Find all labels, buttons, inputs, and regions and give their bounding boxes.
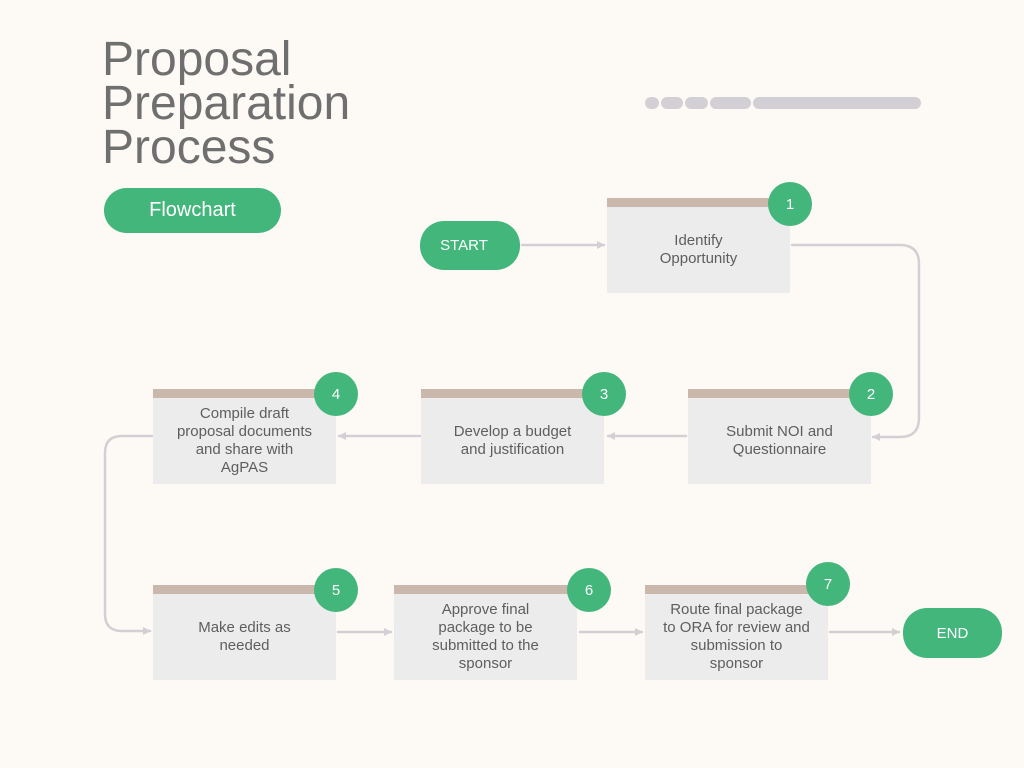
step-1-number: 1 (785, 195, 795, 213)
start-node: START (420, 221, 520, 270)
step-1-box: Identify Opportunity (607, 198, 790, 293)
decorative-bar (661, 97, 683, 109)
decorative-bar (710, 97, 751, 109)
step-1-number-badge: 1 (768, 182, 812, 226)
step-4-number-badge: 4 (314, 372, 358, 416)
step-3-text: Develop a budget and justification (453, 423, 572, 458)
end-node: END (903, 608, 1002, 658)
page-title: Proposal Preparation Process (102, 33, 351, 174)
step-2-number: 2 (866, 385, 876, 403)
step-2-box: Submit NOI and Questionnaire (688, 389, 871, 484)
connector-step-4-to-step-5 (103, 434, 154, 635)
end-label: END (936, 624, 969, 642)
step-1-text: Identify Opportunity (659, 232, 738, 267)
start-label: START (440, 237, 488, 254)
step-4-number: 4 (331, 385, 341, 403)
title-line-3: Process (102, 121, 276, 174)
step-2-text: Submit NOI and Questionnaire (726, 423, 833, 458)
step-6-number-badge: 6 (567, 568, 611, 612)
step-3-box: Develop a budget and justification (421, 389, 604, 484)
subtitle-label: Flowchart (149, 199, 236, 221)
step-7-number-badge: 7 (806, 562, 850, 606)
step-7-number: 7 (823, 575, 833, 593)
step-3-number: 3 (599, 385, 609, 403)
step-6-text: Approve final package to be submitted to… (432, 601, 539, 672)
connector-step-1-to-step-2 (790, 243, 921, 441)
step-6-box: Approve final package to be submitted to… (394, 585, 577, 680)
title-line-2: Preparation (102, 77, 351, 130)
step-3-number-badge: 3 (582, 372, 626, 416)
flowchart-subtitle-badge: Flowchart (104, 188, 281, 233)
step-4-box: Compile draft proposal documents and sha… (153, 389, 336, 484)
step-6-number: 6 (584, 581, 594, 599)
title-line-1: Proposal (102, 33, 292, 86)
step-5-number-badge: 5 (314, 568, 358, 612)
step-7-text: Route final package to ORA for review an… (663, 601, 810, 672)
decorative-bar (645, 97, 659, 109)
step-5-box: Make edits as needed (153, 585, 336, 680)
step-7-box: Route final package to ORA for review an… (645, 585, 828, 680)
step-5-number: 5 (331, 581, 341, 599)
decorative-bar (753, 97, 921, 109)
decorative-bar (685, 97, 708, 109)
step-2-number-badge: 2 (849, 372, 893, 416)
step-4-text: Compile draft proposal documents and sha… (176, 405, 313, 476)
step-5-text: Make edits as needed (198, 619, 291, 654)
